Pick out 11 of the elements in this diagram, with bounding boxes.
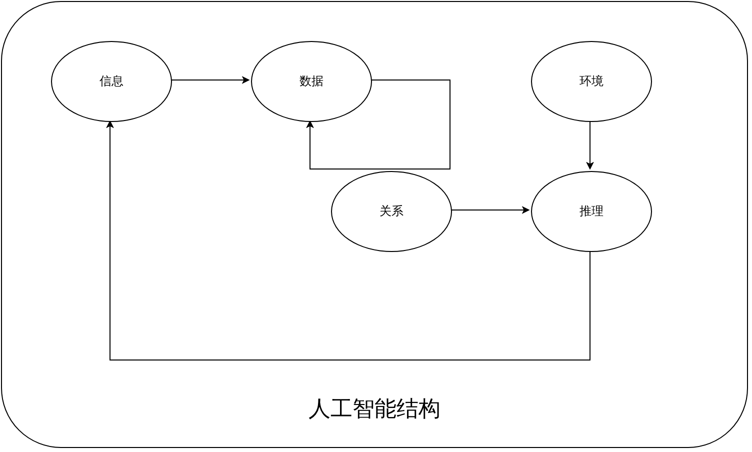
arrow [586,120,594,170]
ellipse-node: 信息 [51,41,172,122]
ellipse-node: 环境 [531,41,652,122]
ellipse-node: 关系 [331,171,452,252]
arrow [106,120,590,360]
arrow [306,80,450,170]
ellipse-node: 数据 [251,41,372,122]
ellipse-node: 推理 [531,171,652,252]
box-label: 人工智能结构 [308,396,440,424]
arrow [170,76,250,84]
arrow [450,206,530,214]
